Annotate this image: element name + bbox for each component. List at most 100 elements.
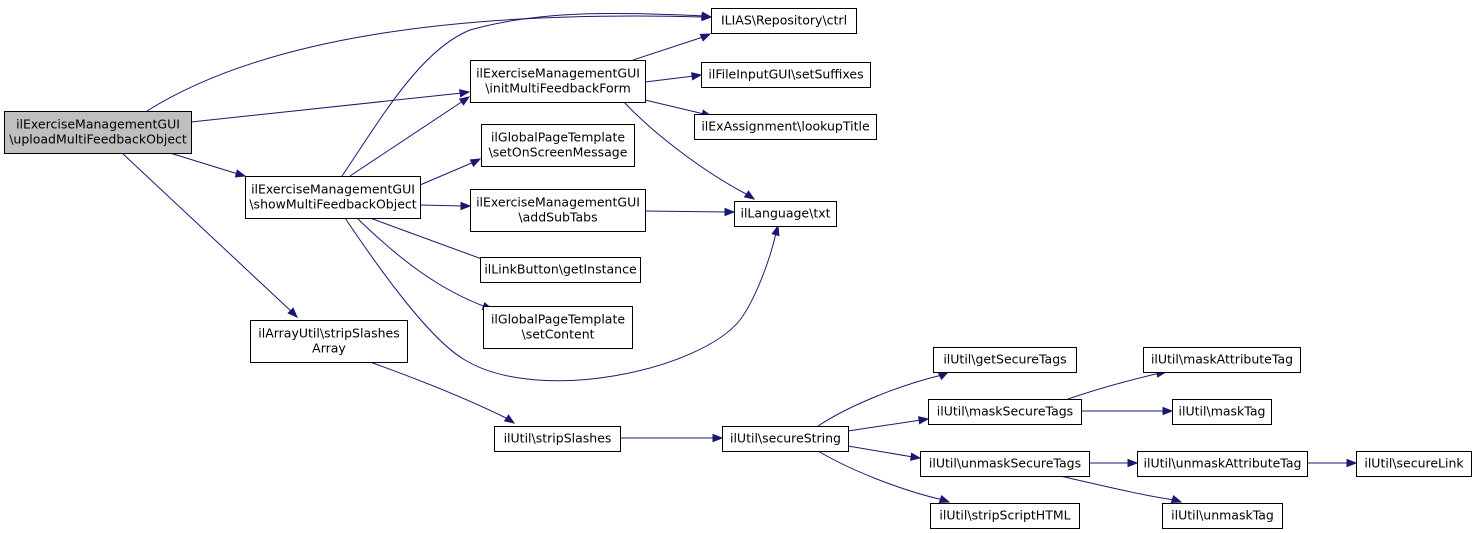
- node-box: [250, 320, 408, 363]
- node-stripSlashes[interactable]: ilUtil\stripSlashes: [494, 426, 621, 452]
- edge-unmaskAttr-to-secureLink: [1307, 458, 1358, 468]
- node-box: [1356, 451, 1472, 477]
- node-box: [1162, 503, 1283, 529]
- node-initForm[interactable]: ilExerciseManagementGUI\initMultiFeedbac…: [470, 60, 646, 103]
- edge-line: [644, 75, 695, 83]
- node-box: [1137, 451, 1308, 477]
- node-secureLink[interactable]: ilUtil\secureLink: [1356, 451, 1472, 477]
- arrowhead: [1162, 406, 1174, 416]
- edge-initForm-to-setSuffixes: [644, 72, 703, 83]
- node-unmaskAttr[interactable]: ilUtil\unmaskAttributeTag: [1137, 451, 1308, 477]
- edge-line: [817, 450, 944, 501]
- edge-line: [369, 217, 491, 263]
- node-maskTag[interactable]: ilUtil\maskTag: [1172, 399, 1272, 425]
- node-label: ilUtil\secureString: [730, 431, 841, 446]
- node-box: [701, 62, 871, 88]
- node-label: \setContent: [521, 327, 594, 342]
- node-setOnScreen[interactable]: ilGlobalPageTemplate\setOnScreenMessage: [481, 124, 635, 167]
- edge-line: [190, 92, 463, 123]
- edge-maskSecure-to-maskAttr: [1067, 369, 1168, 400]
- node-label: ILIAS\Repository\ctrl: [721, 13, 847, 28]
- node-root[interactable]: ilExerciseManagementGUI\uploadMultiFeedb…: [4, 111, 192, 154]
- edge-initForm-to-txt: [623, 101, 756, 200]
- node-secureString[interactable]: ilUtil\secureString: [722, 426, 849, 452]
- node-box: [920, 451, 1090, 477]
- node-txt[interactable]: ilLanguage\txt: [734, 201, 837, 227]
- node-unmaskSecure[interactable]: ilUtil\unmaskSecureTags: [920, 451, 1090, 477]
- node-addSubTabs[interactable]: ilExerciseManagementGUI\addSubTabs: [470, 189, 646, 232]
- edge-line: [356, 217, 487, 308]
- node-label: ilFileInputGUI\setSuffixes: [708, 67, 863, 82]
- node-label: ilUtil\unmaskTag: [1171, 508, 1274, 523]
- node-setSuffixes[interactable]: ilFileInputGUI\setSuffixes: [701, 62, 871, 88]
- edge-line: [644, 210, 728, 213]
- arrowhead: [700, 11, 713, 20]
- node-box: [722, 426, 849, 452]
- node-label: ilUtil\stripScriptHTML: [939, 508, 1070, 523]
- node-getInstance[interactable]: ilLinkButton\getInstance: [480, 257, 641, 283]
- node-label: ilUtil\unmaskAttributeTag: [1144, 456, 1302, 471]
- node-label: ilGlobalPageTemplate: [491, 312, 625, 327]
- node-lookupTitle[interactable]: ilExAssignment\lookupTitle: [694, 114, 877, 140]
- edge-line: [121, 152, 293, 313]
- arrowhead: [469, 158, 482, 168]
- edges-layer: [121, 11, 1358, 504]
- arrowhead: [712, 433, 724, 443]
- node-maskAttr[interactable]: ilUtil\maskAttributeTag: [1143, 347, 1301, 373]
- node-getSecureTags[interactable]: ilUtil\getSecureTags: [933, 347, 1077, 373]
- node-showMulti[interactable]: ilExerciseManagementGUI\showMultiFeedbac…: [245, 176, 421, 219]
- arrowhead: [287, 307, 298, 318]
- edge-showMulti-to-setOnScreen: [419, 158, 482, 186]
- node-box: [734, 201, 837, 227]
- edge-secureString-to-stripScript: [817, 450, 951, 504]
- node-stripScript[interactable]: ilUtil\stripScriptHTML: [930, 503, 1080, 529]
- edge-line: [369, 361, 509, 420]
- node-label: \showMultiFeedbackObject: [249, 197, 416, 212]
- arrowhead: [909, 452, 922, 461]
- edge-stripArray-to-stripSlashes: [369, 361, 516, 424]
- node-label: ilLinkButton\getInstance: [484, 262, 637, 277]
- arrowhead: [690, 72, 703, 81]
- edge-line: [644, 99, 705, 115]
- arrowhead: [460, 201, 472, 211]
- edge-line: [344, 217, 777, 382]
- edge-line: [169, 152, 239, 175]
- node-box: [928, 399, 1082, 425]
- node-ctrl[interactable]: ILIAS\Repository\ctrl: [711, 8, 857, 34]
- edge-line: [632, 36, 704, 61]
- arrowhead: [724, 207, 736, 217]
- node-box: [4, 111, 192, 154]
- node-box: [711, 8, 857, 34]
- node-box: [1172, 399, 1272, 425]
- node-label: ilUtil\getSecureTags: [943, 352, 1066, 367]
- edge-line: [1067, 372, 1161, 400]
- edge-line: [419, 204, 464, 207]
- node-box: [483, 306, 633, 349]
- node-label: \uploadMultiFeedbackObject: [9, 132, 187, 147]
- edge-root-to-showMulti: [169, 152, 247, 178]
- edge-line: [419, 161, 475, 186]
- node-label: ilUtil\unmaskSecureTags: [929, 456, 1081, 471]
- node-setContent[interactable]: ilGlobalPageTemplate\setContent: [483, 306, 633, 349]
- node-label: ilUtil\stripSlashes: [504, 431, 612, 446]
- arrowhead: [743, 190, 756, 200]
- edge-showMulti-to-initForm: [349, 96, 471, 177]
- node-label: ilUtil\maskSecureTags: [937, 404, 1073, 419]
- node-box: [694, 114, 877, 140]
- edge-unmaskSecure-to-unmaskTag: [1059, 475, 1183, 504]
- arrowhead: [1170, 494, 1183, 504]
- edge-line: [146, 15, 705, 112]
- arrowhead: [1127, 458, 1139, 468]
- edge-addSubTabs-to-txt: [644, 207, 736, 217]
- node-box: [470, 60, 646, 103]
- edge-maskSecure-to-maskTag: [1081, 406, 1174, 416]
- node-label: ilExerciseManagementGUI: [251, 182, 415, 197]
- arrowhead: [771, 224, 780, 237]
- arrowhead: [459, 89, 471, 98]
- node-unmaskTag[interactable]: ilUtil\unmaskTag: [1162, 503, 1283, 529]
- node-maskSecure[interactable]: ilUtil\maskSecureTags: [928, 399, 1082, 425]
- edge-line: [817, 374, 943, 427]
- arrowhead: [1346, 458, 1358, 468]
